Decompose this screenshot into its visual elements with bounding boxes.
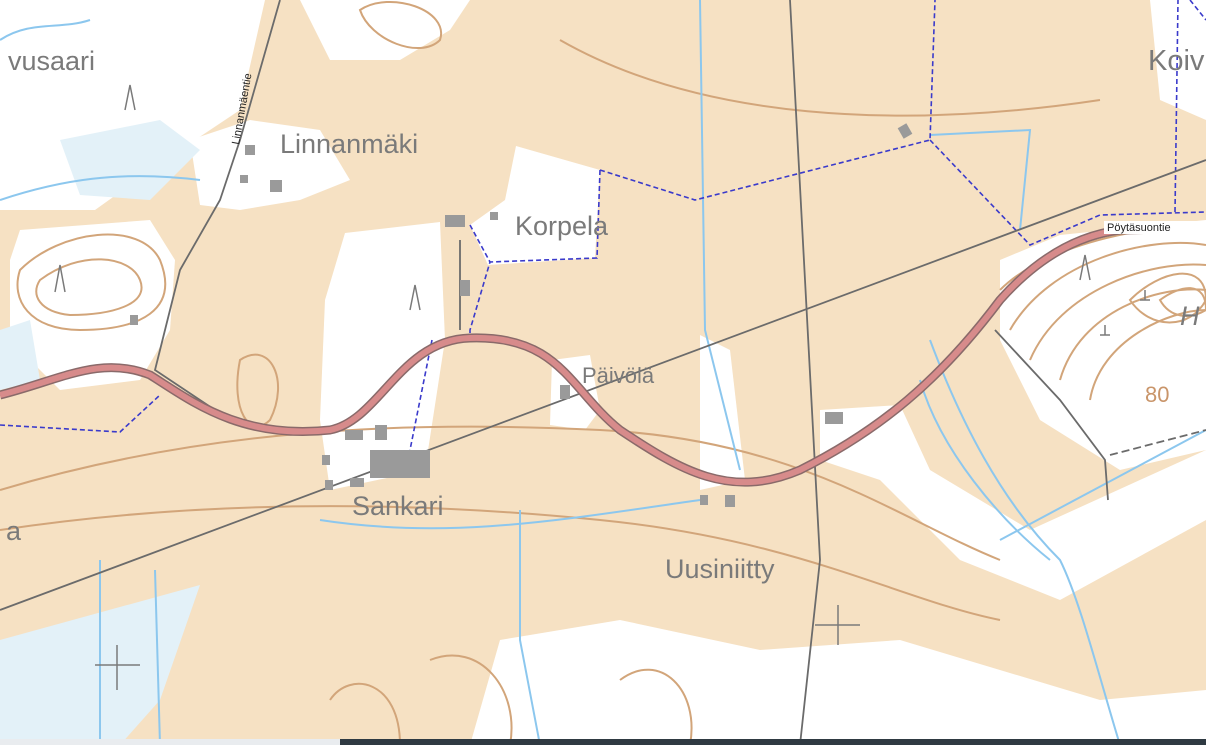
- building: [322, 455, 330, 465]
- building: [560, 385, 570, 399]
- stream: [929, 128, 1032, 231]
- boundary-line: [469, 224, 491, 263]
- open-land-linnanmaki: [190, 120, 350, 210]
- place-label-a: a: [6, 516, 22, 546]
- building: [345, 430, 363, 440]
- track-line: [994, 329, 1109, 501]
- stream: [699, 0, 741, 471]
- contour-line: [1089, 309, 1206, 401]
- main-road-fill: [0, 225, 1206, 486]
- building: [460, 280, 470, 296]
- building: [445, 215, 465, 227]
- contour-line: [35, 258, 143, 317]
- building: [700, 495, 708, 505]
- open-land-uusiniitty-strip: [700, 335, 745, 490]
- power-line: [0, 159, 1206, 611]
- stream: [154, 569, 161, 745]
- open-land-topleft: [0, 0, 265, 210]
- open-land-korpela: [470, 146, 600, 265]
- terrain-symbol: [815, 605, 860, 645]
- bottom-strip: [0, 739, 340, 745]
- contour-line: [0, 425, 1001, 561]
- contour-line: [358, 1, 443, 50]
- terrain-symbol: [95, 645, 140, 690]
- place-label-sankari: Sankari: [352, 491, 444, 521]
- terrain-symbol: [1100, 325, 1110, 336]
- place-labels: vusaari Linnanmäki Korpela Päivölä Sanka…: [6, 45, 1205, 584]
- building: [370, 450, 430, 478]
- contour-label-80: 80: [1145, 382, 1169, 407]
- contour-line: [236, 353, 279, 428]
- contour-line: [619, 668, 693, 745]
- terrain-symbol: [1079, 254, 1091, 281]
- open-land-top-center: [300, 0, 470, 60]
- stream: [319, 499, 701, 530]
- boundary-line: [409, 339, 433, 451]
- contour-line: [429, 654, 513, 745]
- contour-line: [16, 233, 167, 332]
- stream: [929, 339, 1121, 745]
- track-line: [1109, 429, 1206, 456]
- boundary-line: [1174, 0, 1179, 213]
- boundaries: [0, 0, 1206, 451]
- building: [350, 478, 364, 487]
- building: [825, 412, 843, 424]
- terrain-symbols: [54, 84, 1150, 690]
- place-label-uusiniitty: Uusiniitty: [665, 554, 775, 584]
- boundary-line: [929, 139, 1206, 246]
- terrain-symbol: [54, 264, 66, 293]
- open-land-bottom: [470, 620, 1206, 745]
- stream: [919, 379, 1051, 561]
- terrain-symbol: [124, 84, 136, 111]
- contour-line: [1029, 263, 1206, 361]
- wetland-top-left: [60, 120, 200, 200]
- building: [240, 175, 248, 183]
- road-labels: Linnanmäentie Pöytäsuontie: [230, 72, 1206, 234]
- place-label-vusaari: vusaari: [8, 46, 95, 76]
- track-line: [153, 0, 281, 421]
- main-road: [0, 223, 1206, 487]
- contour-line: [559, 39, 1101, 117]
- building: [375, 425, 387, 440]
- place-label-linnanmaki: Linnanmäki: [280, 129, 418, 159]
- open-land-top-right: [1150, 0, 1206, 120]
- boundary-line: [0, 394, 161, 433]
- place-label-korpela: Korpela: [515, 211, 609, 241]
- road-label-poytasuontie: Pöytäsuontie: [1107, 222, 1171, 234]
- contour-line: [1059, 288, 1206, 381]
- building: [270, 180, 282, 192]
- building: [897, 123, 913, 139]
- stream: [519, 510, 541, 745]
- terrain-symbol: [1140, 290, 1150, 301]
- terrain-symbol: [409, 284, 421, 311]
- building: [325, 480, 333, 490]
- boundary-line: [599, 0, 936, 201]
- building: [245, 145, 255, 155]
- road-label-poytasuontie-bg: [1104, 221, 1206, 234]
- stream: [999, 429, 1206, 541]
- power-line: [789, 0, 821, 745]
- buildings: [130, 123, 913, 507]
- bottom-bar: [340, 739, 1206, 745]
- building: [130, 315, 138, 325]
- stream: [0, 19, 91, 41]
- contour-line: [329, 682, 401, 745]
- contour-line: [1009, 241, 1206, 331]
- boundary-line: [1189, 0, 1206, 21]
- building: [725, 495, 735, 507]
- open-land-left-center: [10, 220, 175, 390]
- place-label-koiv: Koiv: [1148, 45, 1205, 77]
- open-land-valley: [820, 405, 1206, 600]
- building: [490, 212, 498, 220]
- wetland-left-edge: [0, 320, 40, 390]
- place-label-paivola: Päivölä: [582, 363, 655, 388]
- stream: [0, 175, 201, 201]
- place-label-h: H: [1180, 301, 1200, 331]
